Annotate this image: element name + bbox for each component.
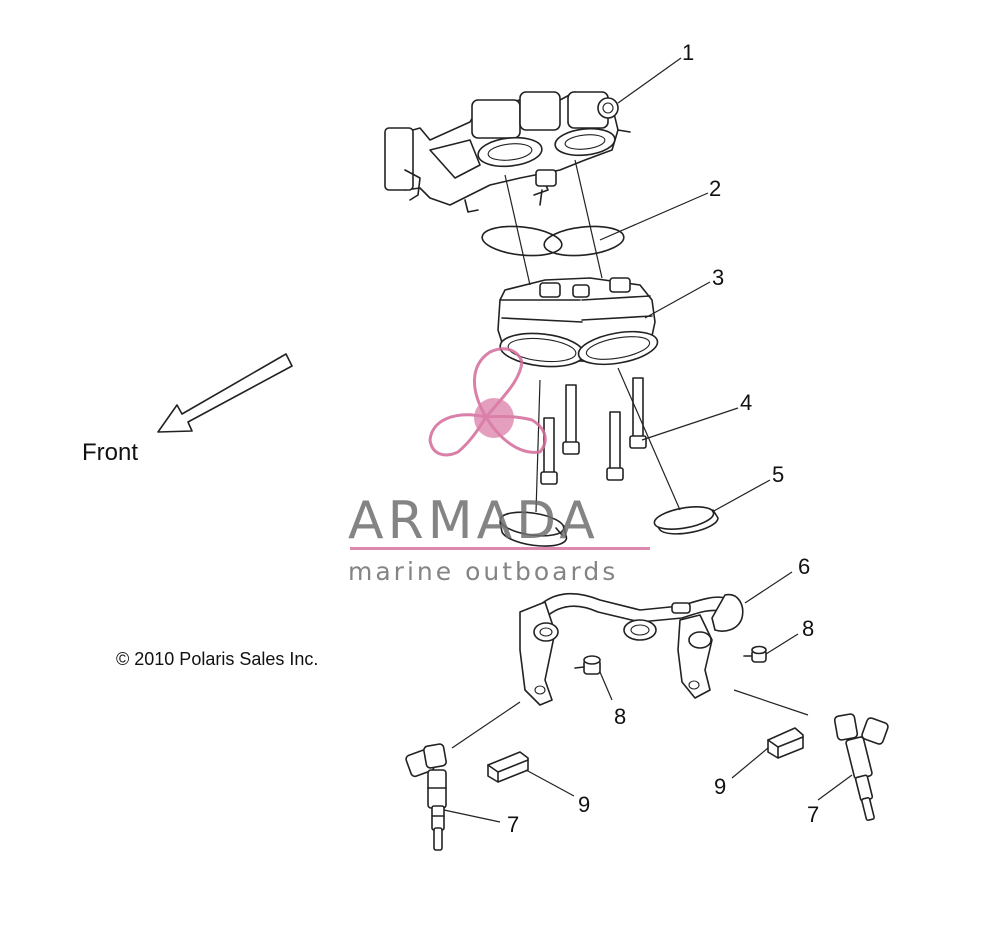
clip-part-9 — [487, 751, 529, 783]
screw-part-8 — [574, 655, 601, 675]
propeller-logo-icon — [428, 347, 547, 457]
gasket-part-2 — [481, 225, 625, 257]
copyright-text: © 2010 Polaris Sales Inc. — [116, 649, 318, 669]
label-7-left: 7 — [507, 812, 519, 837]
front-arrow-icon — [157, 353, 293, 433]
throttle-body-part-1 — [384, 91, 631, 213]
fuel-injector-part-7 — [833, 713, 889, 822]
screw-part-8 — [743, 645, 767, 663]
bolt — [562, 384, 580, 455]
bolts-part-4 — [540, 377, 647, 485]
fuel-rail-part-6 — [519, 592, 744, 706]
item-labels: 1 2 3 4 5 6 8 8 9 9 7 7 — [507, 40, 819, 837]
bolt — [540, 417, 558, 485]
watermark-name: ARMADA — [348, 491, 599, 551]
armada-watermark: ARMADA marine outboards — [348, 347, 650, 586]
label-9-left: 9 — [578, 792, 590, 817]
label-2: 2 — [709, 176, 721, 201]
front-label: Front — [82, 439, 138, 466]
label-4: 4 — [740, 390, 752, 415]
clip-part-9 — [767, 727, 804, 759]
label-8-left: 8 — [614, 704, 626, 729]
bolt — [606, 411, 624, 481]
label-1: 1 — [682, 40, 694, 65]
label-5: 5 — [772, 462, 784, 487]
label-6: 6 — [798, 554, 810, 579]
watermark-underline — [350, 547, 650, 550]
intake-adapter-part-3 — [497, 277, 659, 368]
ring-clamp-part-5 — [499, 506, 719, 547]
label-7-right: 7 — [807, 802, 819, 827]
leader-lines — [443, 57, 853, 823]
watermark-tagline: marine outboards — [348, 557, 618, 586]
fuel-injector-part-7 — [405, 743, 447, 851]
label-3: 3 — [712, 265, 724, 290]
label-8-right: 8 — [802, 616, 814, 641]
label-9-right: 9 — [714, 774, 726, 799]
bolt — [629, 377, 647, 449]
